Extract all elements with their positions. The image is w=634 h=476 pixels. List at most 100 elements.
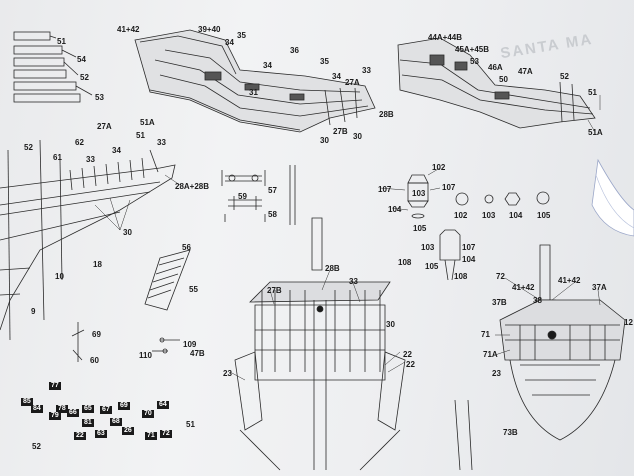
part-label-l105a: 105 xyxy=(413,224,427,233)
bracket-parts-drawing xyxy=(221,165,296,225)
part-label-l12: 12 xyxy=(624,318,633,327)
hull-side-profile-drawing xyxy=(0,139,176,341)
part-tag-b70: 70 xyxy=(142,410,154,418)
part-label-l109: 109 xyxy=(183,340,197,349)
part-label-l28bb: 28B xyxy=(325,264,340,273)
part-tag-b26: 26 xyxy=(122,427,134,435)
part-tag-b66: 66 xyxy=(67,409,79,417)
part-label-l72: 72 xyxy=(496,272,505,281)
part-label-l35a: 35 xyxy=(237,31,246,40)
part-label-l51ac: 51A xyxy=(140,118,155,127)
part-tag-b84: 84 xyxy=(31,405,43,413)
part-label-l4142a: 41+42 xyxy=(117,25,140,34)
part-label-l108a: 108 xyxy=(398,258,412,267)
part-label-l51aa: 51A xyxy=(588,128,603,137)
part-label-l55: 55 xyxy=(189,285,198,294)
part-tag-b22: 22 xyxy=(74,432,86,440)
part-label-l50: 50 xyxy=(499,75,508,84)
part-label-l107b: 107 xyxy=(442,183,456,192)
part-label-l33b: 33 xyxy=(86,155,95,164)
part-label-l51c: 51 xyxy=(136,131,145,140)
part-label-l3940: 39+40 xyxy=(198,25,221,34)
part-label-l34c: 34 xyxy=(332,72,341,81)
part-label-l52b: 52 xyxy=(560,72,569,81)
part-label-l105c: 105 xyxy=(425,262,439,271)
part-label-l71a: 71A xyxy=(483,350,498,359)
part-label-l38: 38 xyxy=(533,296,542,305)
part-tag-b65: 65 xyxy=(82,405,94,413)
part-tag-b72: 72 xyxy=(160,430,172,438)
part-label-l27ab: 27A xyxy=(97,122,112,131)
part-label-l4142b: 41+42 xyxy=(512,283,535,292)
part-label-l102a: 102 xyxy=(432,163,446,172)
part-label-l60: 60 xyxy=(90,356,99,365)
part-label-l52c: 52 xyxy=(24,143,33,152)
part-tag-b67: 67 xyxy=(100,406,112,414)
part-tag-b64: 64 xyxy=(157,401,169,409)
stern-castle-drawing xyxy=(454,244,626,471)
part-label-l33c: 33 xyxy=(157,138,166,147)
part-label-l4142c: 41+42 xyxy=(558,276,581,285)
part-label-l104b: 104 xyxy=(509,211,523,220)
part-tag-b68: 68 xyxy=(110,418,122,426)
part-label-l71: 71 xyxy=(481,330,490,339)
part-label-l107c: 107 xyxy=(462,243,476,252)
part-label-l103b: 103 xyxy=(482,211,496,220)
part-tag-b81: 81 xyxy=(82,419,94,427)
part-label-l69: 69 xyxy=(92,330,101,339)
part-label-l103c: 103 xyxy=(421,243,435,252)
part-tag-b69: 69 xyxy=(118,402,130,410)
part-label-l30d: 30 xyxy=(386,320,395,329)
part-label-l52d: 52 xyxy=(32,442,41,451)
part-label-l33a: 33 xyxy=(362,66,371,75)
part-label-l54: 54 xyxy=(77,55,86,64)
part-label-l34d: 34 xyxy=(112,146,121,155)
part-label-l23: 23 xyxy=(223,369,232,378)
hull-perspective-drawing-right xyxy=(397,37,596,129)
part-label-l53b: 53 xyxy=(470,57,479,66)
part-label-l9: 9 xyxy=(31,307,36,316)
part-label-l27bb: 27B xyxy=(267,286,282,295)
lantern-fittings-drawing xyxy=(407,174,550,281)
part-label-l34a: 34 xyxy=(225,38,234,47)
part-label-l104a: 104 xyxy=(388,205,402,214)
plank-strips-drawing xyxy=(13,31,93,103)
part-label-l104c: 104 xyxy=(462,255,476,264)
part-label-l105b: 105 xyxy=(537,211,551,220)
part-label-l30a: 30 xyxy=(320,136,329,145)
part-label-l37a: 37A xyxy=(592,283,607,292)
part-label-l35b: 35 xyxy=(320,57,329,66)
part-tag-b63: 63 xyxy=(95,430,107,438)
part-label-l28b: 28B xyxy=(379,110,394,119)
part-label-l27b: 27B xyxy=(333,127,348,136)
part-label-l46a: 46A xyxy=(488,63,503,72)
part-label-l28a: 28A+28B xyxy=(175,182,210,191)
part-label-l59: 59 xyxy=(238,192,247,201)
part-label-l57: 57 xyxy=(268,186,277,195)
part-label-l108b: 108 xyxy=(454,272,468,281)
part-label-l73b: 73B xyxy=(503,428,518,437)
part-label-l51a: 51 xyxy=(57,37,66,46)
part-label-l44a: 44A+44B xyxy=(428,33,463,42)
part-label-l61: 61 xyxy=(53,153,62,162)
part-label-l33d: 33 xyxy=(349,277,358,286)
part-label-l51d: 51 xyxy=(186,420,195,429)
part-label-l51b: 51 xyxy=(588,88,597,97)
part-label-l10: 10 xyxy=(55,272,64,281)
part-label-l47a: 47A xyxy=(518,67,533,76)
small-fittings-drawing xyxy=(71,322,180,362)
part-label-l107a: 107 xyxy=(378,185,392,194)
part-label-l36: 36 xyxy=(290,46,299,55)
part-tag-b77: 77 xyxy=(49,382,61,390)
part-label-l22b: 22 xyxy=(406,360,415,369)
part-tag-b79: 79 xyxy=(49,412,61,420)
part-label-l22a: 22 xyxy=(403,350,412,359)
part-label-l30c: 30 xyxy=(123,228,132,237)
part-label-l53: 53 xyxy=(95,93,104,102)
part-label-l30b: 30 xyxy=(353,132,362,141)
part-label-l47b: 47B xyxy=(190,349,205,358)
part-tag-b85: 85 xyxy=(21,398,33,406)
